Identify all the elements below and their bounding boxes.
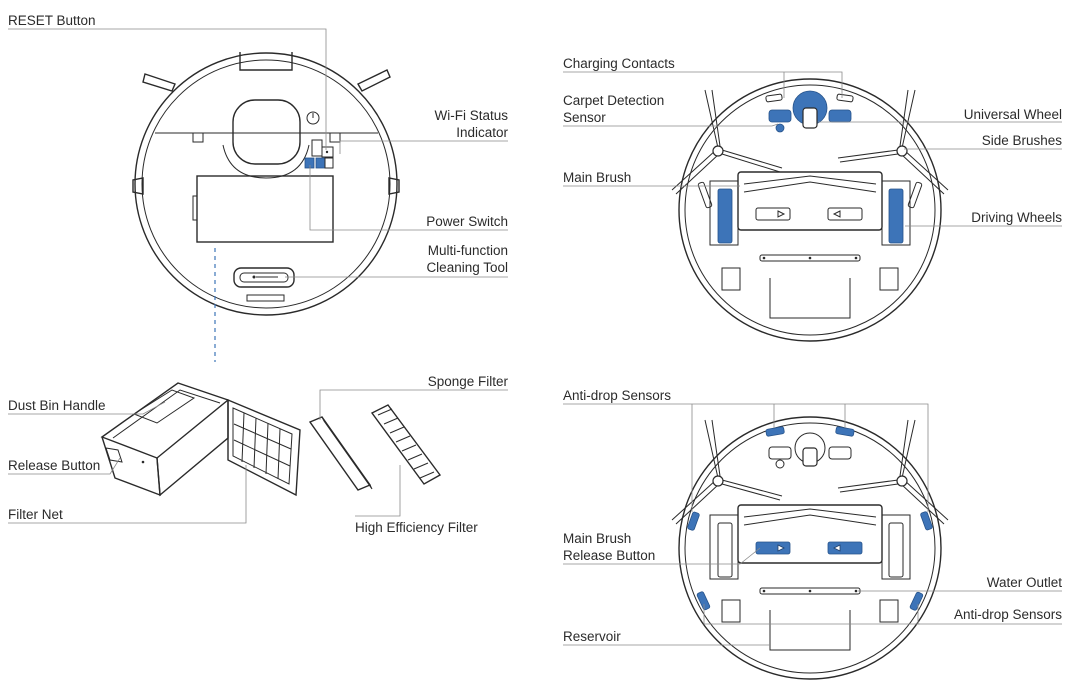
label-wifi-status-line2: Indicator bbox=[456, 125, 508, 140]
label-anti-drop-sensors-top: Anti-drop Sensors bbox=[563, 388, 672, 403]
label-anti-drop-sensors-bottom: Anti-drop Sensors bbox=[953, 607, 1062, 622]
label-dust-bin-handle: Dust Bin Handle bbox=[8, 398, 106, 413]
label-filter-net: Filter Net bbox=[8, 507, 63, 522]
dust-bin-leader-lines bbox=[8, 389, 508, 524]
label-multifunction-line1: Multi-function bbox=[427, 243, 508, 258]
label-release-button: Release Button bbox=[8, 458, 101, 473]
robot-bottom-view-upper bbox=[671, 78, 949, 342]
label-main-brush: Main Brush bbox=[563, 170, 632, 185]
robot-top-view bbox=[132, 52, 400, 362]
label-main-brush-release-line2: Release Button bbox=[563, 548, 656, 563]
label-sponge-filter: Sponge Filter bbox=[427, 374, 508, 389]
label-wifi-status-line1: Wi-Fi Status bbox=[434, 108, 508, 123]
high-efficiency-filter bbox=[370, 404, 442, 485]
label-power-switch: Power Switch bbox=[426, 214, 508, 229]
label-reset-button: RESET Button bbox=[8, 13, 96, 28]
label-reservoir: Reservoir bbox=[563, 629, 621, 644]
label-carpet-detection-line1: Carpet Detection bbox=[563, 93, 665, 108]
top-view-leader-lines bbox=[8, 28, 508, 278]
label-driving-wheels: Driving Wheels bbox=[971, 210, 1062, 225]
label-universal-wheel: Universal Wheel bbox=[963, 107, 1062, 122]
label-carpet-detection-line2: Sensor bbox=[563, 110, 606, 125]
robot-bottom-view-lower bbox=[671, 416, 949, 680]
bottom-view-upper-leader-lines bbox=[563, 71, 1062, 227]
label-side-brushes: Side Brushes bbox=[981, 133, 1062, 148]
label-multifunction-line2: Cleaning Tool bbox=[426, 260, 508, 275]
sponge-filter bbox=[308, 416, 373, 491]
dust-bin bbox=[100, 382, 301, 497]
bottom-view-lower-leader-lines bbox=[563, 403, 1062, 646]
label-high-efficiency-filter: High Efficiency Filter bbox=[355, 520, 478, 535]
label-main-brush-release-line1: Main Brush bbox=[563, 531, 632, 546]
label-charging-contacts: Charging Contacts bbox=[563, 56, 675, 71]
label-water-outlet: Water Outlet bbox=[986, 575, 1062, 590]
